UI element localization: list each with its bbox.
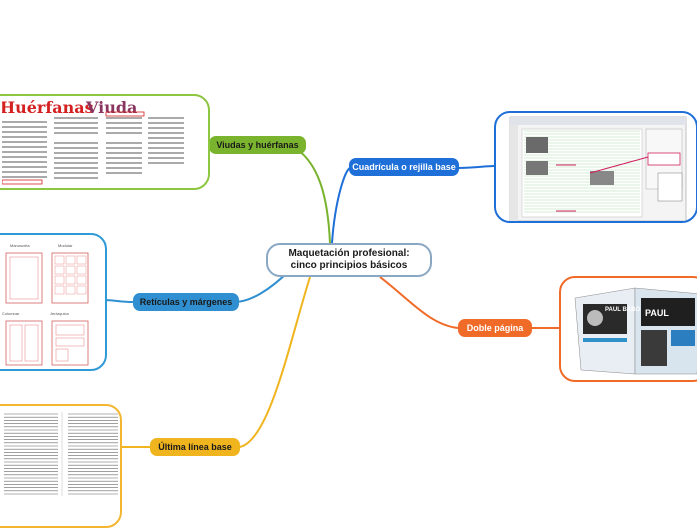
connector-cuadricula-card <box>457 165 495 169</box>
baseline-grid-thumbnail <box>509 116 687 221</box>
grid-label-columnar: Columnar <box>2 311 20 316</box>
connector-ultima <box>239 276 311 448</box>
text-columns <box>2 111 184 185</box>
grid-label-hierarchical: Jerárquica <box>50 311 69 316</box>
branch-reticulas-margenes[interactable]: Retículas y márgenes <box>133 293 239 311</box>
branch-label: Viudas y huérfanas <box>216 140 299 150</box>
connector-doble <box>379 276 459 329</box>
grid-label-manuscript: Manuscrita <box>10 243 30 248</box>
magazine-headline-2: PAUL <box>645 308 669 318</box>
central-topic-line1: Maquetación profesional: <box>288 248 410 259</box>
image-card-viudas[interactable]: Huérfanas Viuda <box>0 94 210 190</box>
central-topic[interactable]: Maquetación profesional: cinco principio… <box>266 243 432 277</box>
image-card-ultima-linea[interactable] <box>0 404 122 528</box>
grid-types-thumbnail: Manuscrita Modular Columnar Jerárquica <box>2 243 89 366</box>
connector-reticulas-card <box>104 299 134 303</box>
baseline-thumbnail <box>4 412 118 496</box>
branch-label: Cuadrícula o rejilla base <box>352 162 456 172</box>
widows-orphans-thumbnail: Huérfanas Viuda <box>2 98 188 188</box>
branch-viudas-huerfanas[interactable]: Viudas y huérfanas <box>209 136 306 154</box>
orphans-word: Huérfanas <box>2 98 94 117</box>
image-card-doble-pagina[interactable]: PAUL BABO PAUL <box>559 276 697 382</box>
image-card-reticulas[interactable]: Manuscrita Modular Columnar Jerárquica <box>0 233 107 371</box>
magazine-spread-thumbnail: PAUL BABO PAUL <box>574 287 697 375</box>
branch-doble-pagina[interactable]: Doble página <box>458 319 532 337</box>
connector-viudas <box>289 144 331 244</box>
branch-cuadricula-rejilla[interactable]: Cuadrícula o rejilla base <box>349 158 459 176</box>
branch-ultima-linea-base[interactable]: Última línea base <box>150 438 240 456</box>
central-topic-line2: cinco principios básicos <box>290 260 408 271</box>
branch-label: Retículas y márgenes <box>139 297 233 307</box>
connector-cuadricula <box>331 167 351 244</box>
magazine-headline-1: PAUL BABO <box>605 307 640 313</box>
grid-label-modular: Modular <box>58 243 73 248</box>
branch-label: Doble página <box>466 323 524 333</box>
image-card-cuadricula[interactable] <box>494 111 697 223</box>
branch-label: Última línea base <box>158 442 232 452</box>
